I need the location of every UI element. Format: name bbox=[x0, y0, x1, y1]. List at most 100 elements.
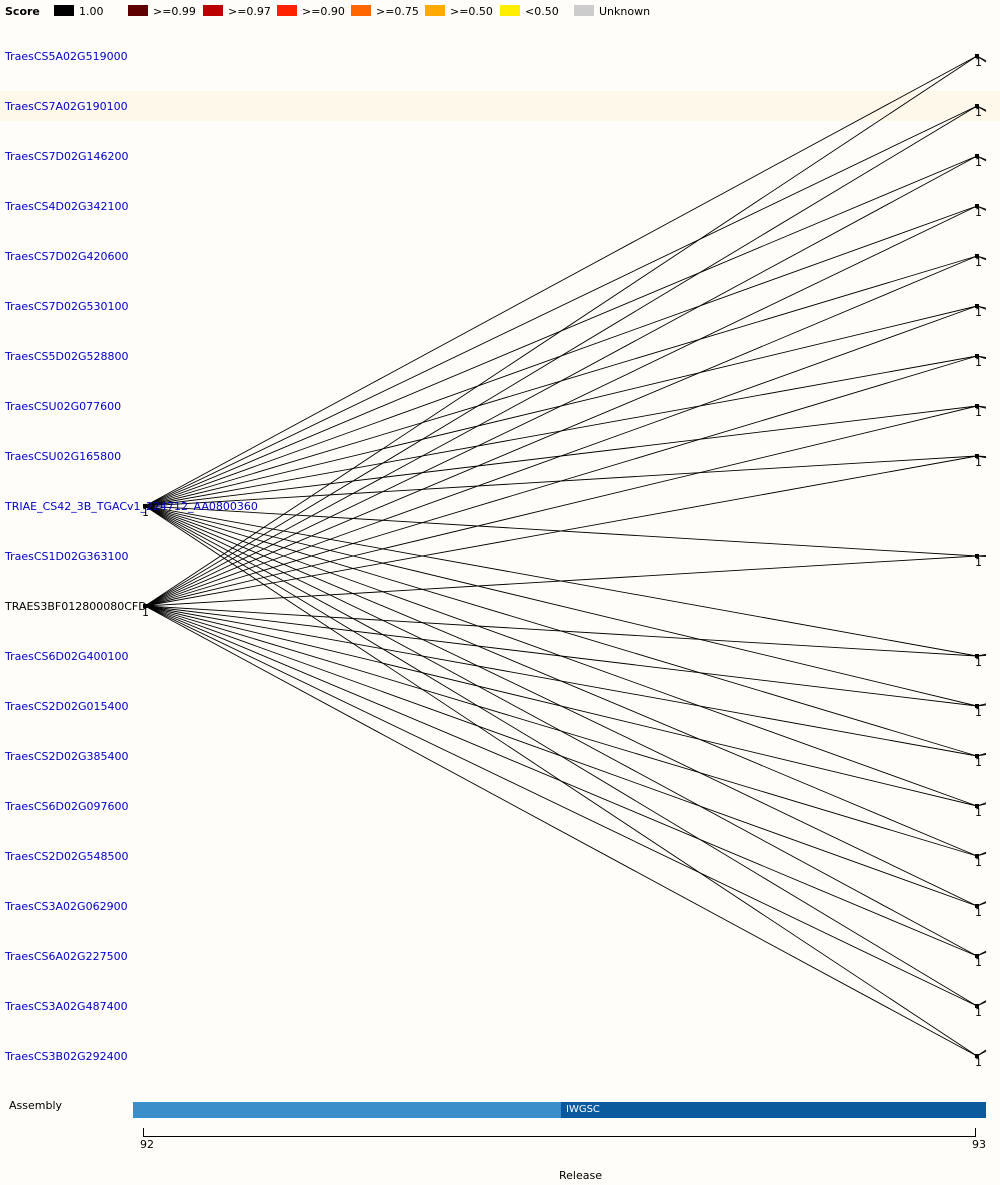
gene-link[interactable]: TraesCS3A02G487400 bbox=[5, 1000, 128, 1013]
source-score-label: 1 bbox=[142, 506, 149, 519]
gene-link[interactable]: TraesCS1D02G363100 bbox=[5, 550, 129, 563]
gene-link[interactable]: TraesCS6A02G227500 bbox=[5, 950, 128, 963]
legend-label: Unknown bbox=[599, 5, 651, 18]
gene-link[interactable]: TraesCS7D02G146200 bbox=[5, 150, 129, 163]
release-end-label: 93 bbox=[972, 1138, 986, 1151]
release-axis-start-tick bbox=[143, 1128, 144, 1136]
homology-edge bbox=[144, 255, 978, 607]
target-score-label: 1 bbox=[975, 1056, 982, 1069]
homology-edge bbox=[144, 55, 978, 507]
gene-link[interactable]: TraesCS6D02G097600 bbox=[5, 800, 129, 813]
source-node[interactable] bbox=[143, 604, 147, 608]
target-score-label: 1 bbox=[975, 856, 982, 869]
target-score-label: 1 bbox=[975, 456, 982, 469]
target-node[interactable] bbox=[975, 804, 979, 808]
source-gene-label[interactable]: TRAES3BF012800080CFD bbox=[5, 600, 147, 613]
target-node[interactable] bbox=[975, 904, 979, 908]
homology-edge bbox=[144, 605, 978, 957]
target-score-label: 1 bbox=[975, 56, 982, 69]
target-node[interactable] bbox=[975, 654, 979, 658]
target-score-label: 1 bbox=[975, 706, 982, 719]
target-score-label: 1 bbox=[975, 256, 982, 269]
homology-edge bbox=[144, 155, 978, 607]
homology-edge bbox=[144, 605, 978, 907]
target-node[interactable] bbox=[975, 354, 979, 358]
target-node[interactable] bbox=[975, 954, 979, 958]
gene-link[interactable]: TraesCSU02G165800 bbox=[5, 450, 122, 463]
source-score-label: 1 bbox=[142, 606, 149, 619]
homology-edge bbox=[144, 605, 978, 857]
homology-edge bbox=[144, 55, 978, 607]
target-node[interactable] bbox=[975, 1004, 979, 1008]
target-node[interactable] bbox=[975, 704, 979, 708]
homology-edge bbox=[144, 455, 978, 607]
homology-edge bbox=[144, 305, 978, 607]
release-axis-title: Release bbox=[559, 1169, 602, 1182]
gene-link[interactable]: TraesCS4D02G342100 bbox=[5, 200, 129, 213]
legend-label: >=0.97 bbox=[228, 5, 271, 18]
release-axis-end-tick bbox=[975, 1128, 976, 1136]
target-node[interactable] bbox=[975, 454, 979, 458]
target-score-label: 1 bbox=[975, 156, 982, 169]
homology-edge bbox=[144, 405, 978, 607]
gene-link[interactable]: TraesCS2D02G548500 bbox=[5, 850, 129, 863]
homology-edge bbox=[144, 605, 978, 1057]
legend-label: 1.00 bbox=[79, 5, 104, 18]
target-node[interactable] bbox=[975, 854, 979, 858]
assembly-label: Assembly bbox=[9, 1099, 63, 1112]
target-score-label: 1 bbox=[975, 806, 982, 819]
legend-label: >=0.99 bbox=[153, 5, 196, 18]
release-start-label: 92 bbox=[140, 1138, 154, 1151]
homology-edge bbox=[144, 105, 978, 607]
legend-title: Score bbox=[5, 5, 40, 18]
target-node[interactable] bbox=[975, 54, 979, 58]
assembly-segment-previous[interactable] bbox=[133, 1102, 561, 1118]
target-node[interactable] bbox=[975, 304, 979, 308]
gene-link[interactable]: TraesCS2D02G015400 bbox=[5, 700, 129, 713]
target-node[interactable] bbox=[975, 404, 979, 408]
legend-swatch bbox=[203, 5, 223, 16]
target-node[interactable] bbox=[975, 154, 979, 158]
target-score-label: 1 bbox=[975, 106, 982, 119]
score-legend: Score 1.00>=0.99>=0.97>=0.90>=0.75>=0.50… bbox=[0, 0, 1000, 22]
target-node[interactable] bbox=[975, 104, 979, 108]
gene-link[interactable]: TraesCS7D02G530100 bbox=[5, 300, 129, 313]
gene-link[interactable]: TraesCS2D02G385400 bbox=[5, 750, 129, 763]
source-node[interactable] bbox=[143, 504, 147, 508]
target-score-label: 1 bbox=[975, 906, 982, 919]
source-gene-label[interactable]: TRIAE_CS42_3B_TGACv1_224712_AA0800360 bbox=[5, 500, 258, 513]
gene-link[interactable]: TraesCS3B02G292400 bbox=[5, 1050, 128, 1063]
homology-edge bbox=[144, 505, 978, 707]
homology-edge bbox=[144, 605, 978, 1007]
target-score-label: 1 bbox=[975, 756, 982, 769]
target-node[interactable] bbox=[975, 754, 979, 758]
gene-link[interactable]: TraesCS5D02G528800 bbox=[5, 350, 129, 363]
target-score-label: 1 bbox=[975, 406, 982, 419]
legend-label: >=0.90 bbox=[302, 5, 345, 18]
gene-link[interactable]: TraesCS6D02G400100 bbox=[5, 650, 129, 663]
legend-swatch bbox=[54, 5, 74, 16]
homology-edge bbox=[144, 555, 978, 607]
target-score-label: 1 bbox=[975, 356, 982, 369]
target-node[interactable] bbox=[975, 1054, 979, 1058]
target-node[interactable] bbox=[975, 554, 979, 558]
homology-edge bbox=[144, 605, 978, 757]
target-score-label: 1 bbox=[975, 306, 982, 319]
gene-link[interactable]: TraesCS7A02G190100 bbox=[5, 100, 128, 113]
gene-link[interactable]: TraesCS3A02G062900 bbox=[5, 900, 128, 913]
target-node[interactable] bbox=[975, 204, 979, 208]
homology-edge bbox=[144, 205, 978, 607]
target-node[interactable] bbox=[975, 254, 979, 258]
assembly-segment-iwgsc[interactable]: IWGSC bbox=[561, 1102, 986, 1118]
gene-link[interactable]: TraesCS5A02G519000 bbox=[5, 50, 128, 63]
target-score-label: 1 bbox=[975, 206, 982, 219]
target-score-label: 1 bbox=[975, 956, 982, 969]
gene-link[interactable]: TraesCSU02G077600 bbox=[5, 400, 122, 413]
release-axis bbox=[143, 1128, 976, 1137]
target-score-label: 1 bbox=[975, 656, 982, 669]
homology-edge bbox=[144, 355, 978, 607]
legend-swatch bbox=[128, 5, 148, 16]
gene-link[interactable]: TraesCS7D02G420600 bbox=[5, 250, 129, 263]
assembly-bar[interactable]: IWGSC bbox=[133, 1102, 986, 1118]
legend-swatch bbox=[574, 5, 594, 16]
